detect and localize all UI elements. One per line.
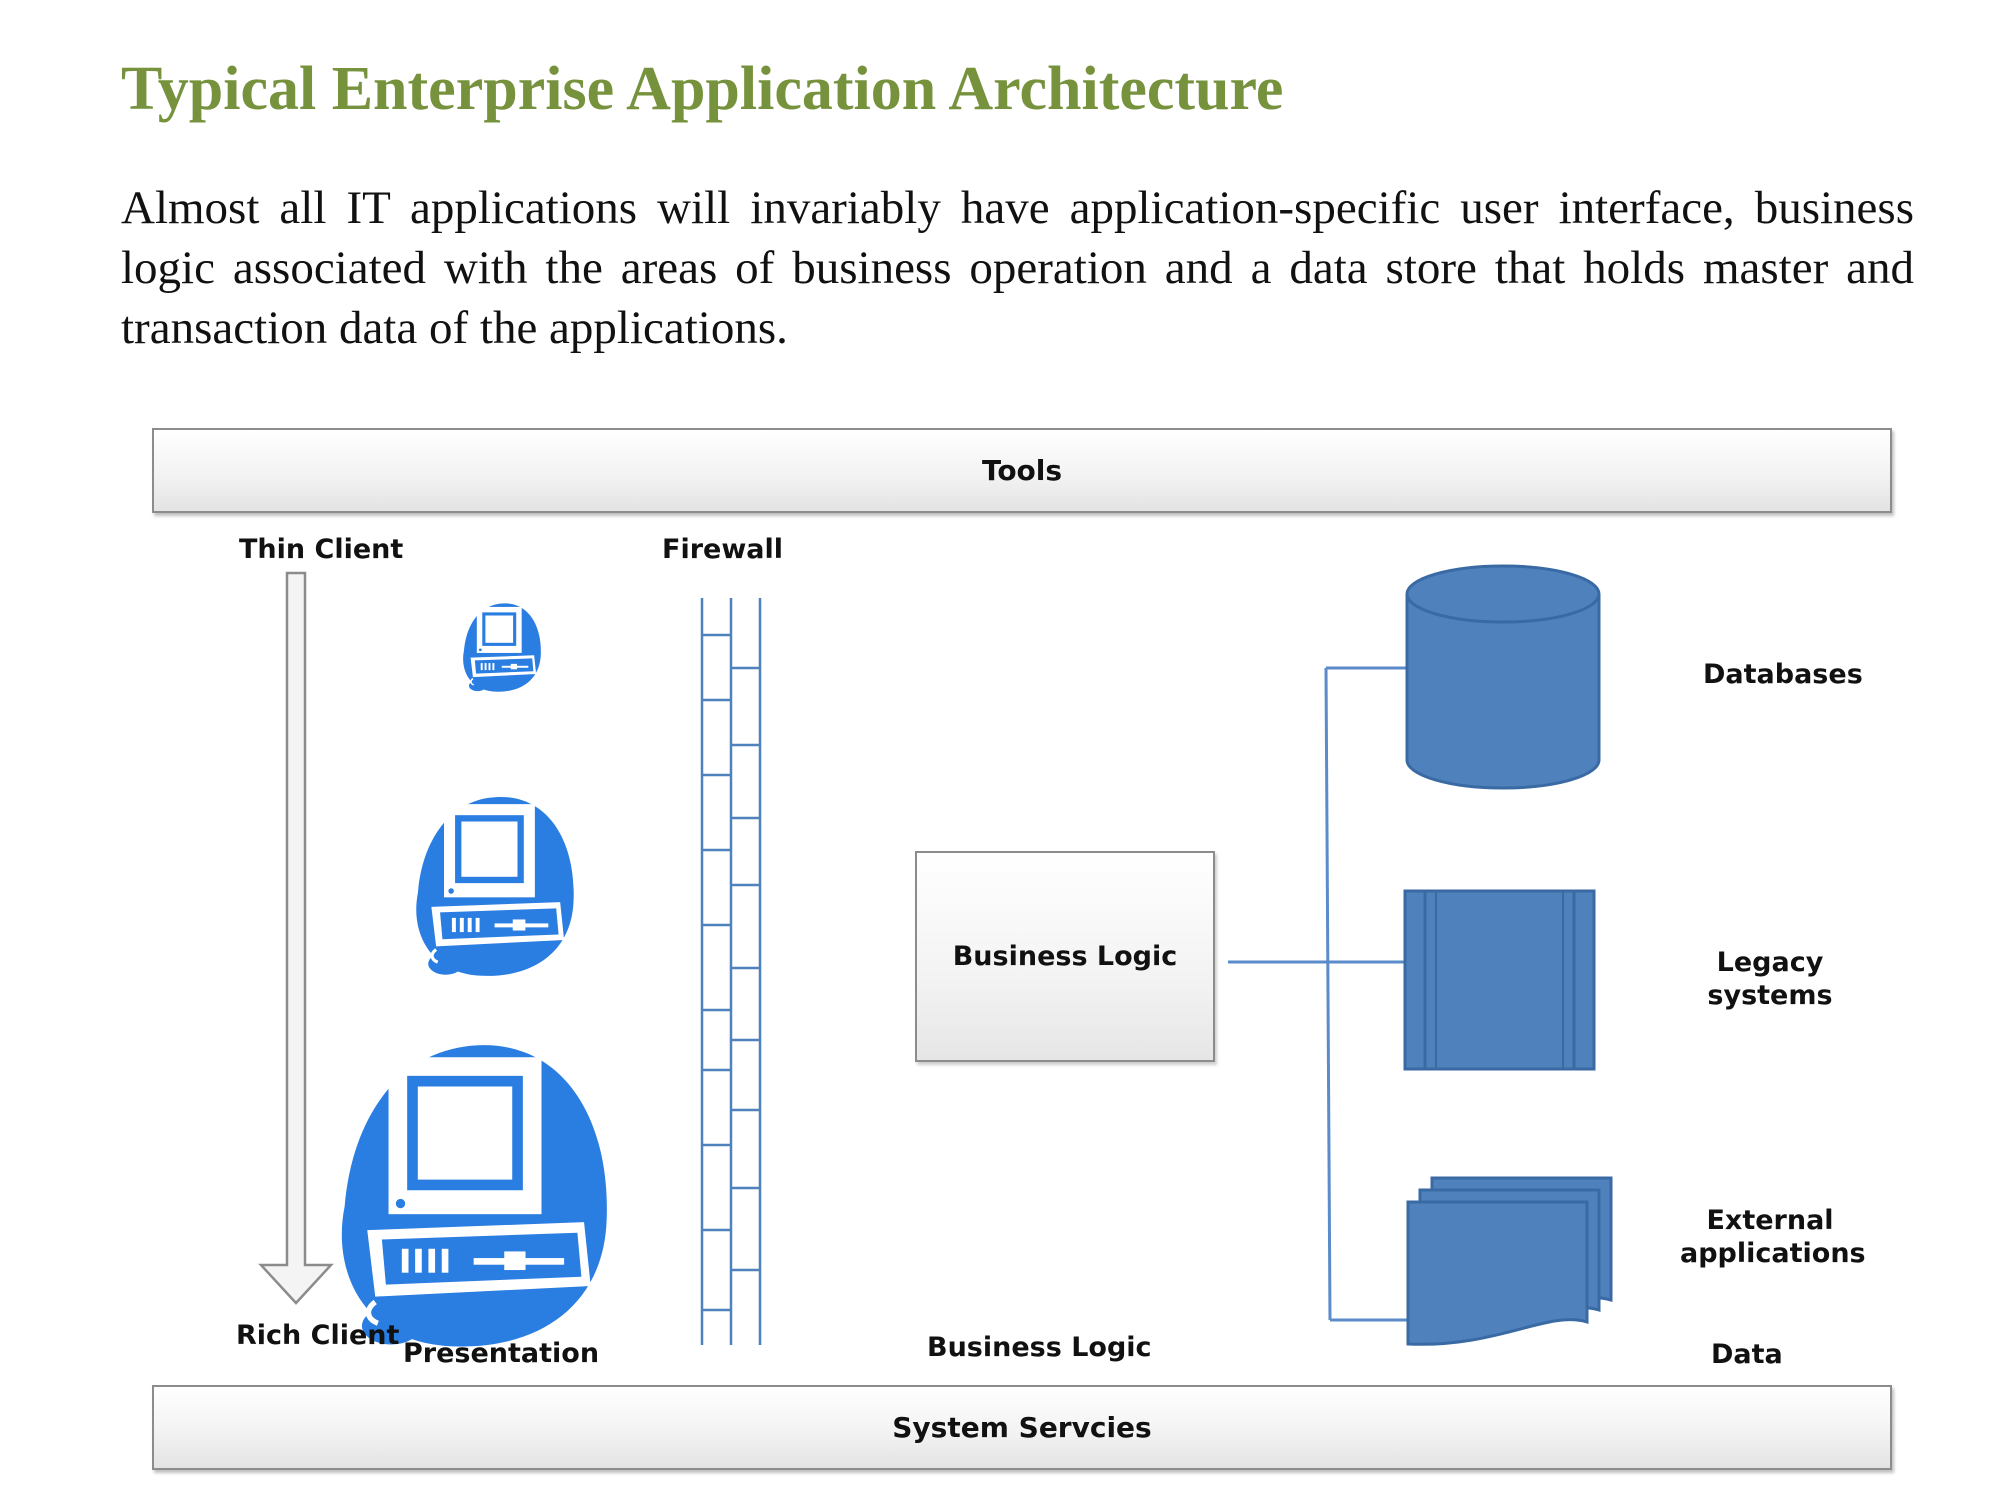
legacy-systems-label: Legacy systems (1700, 946, 1840, 1012)
intro-paragraph: Almost all IT applications will invariab… (121, 182, 1914, 354)
computer-icon-large (342, 1045, 607, 1346)
databases-label: Databases (1703, 659, 1863, 690)
business-logic-box: Business Logic (915, 851, 1215, 1062)
external-line-2: applications (1680, 1238, 1866, 1269)
connector-lines (1228, 666, 1410, 1322)
firewall-icon (700, 598, 762, 1345)
legacy-line-2: systems (1707, 980, 1833, 1011)
business-logic-label: Business Logic (927, 1332, 1152, 1363)
legacy-system-icon (1403, 889, 1596, 1071)
legacy-line-1: Legacy (1716, 947, 1824, 978)
rich-client-label: Rich Client (236, 1320, 400, 1351)
external-applications-icon (1406, 1176, 1613, 1346)
thin-client-label: Thin Client (239, 534, 404, 565)
database-icon (1405, 564, 1601, 790)
system-services-bar: System Servcies (152, 1385, 1892, 1470)
presentation-label: Presentation (403, 1338, 600, 1369)
page-title: Typical Enterprise Application Architect… (121, 55, 1284, 123)
firewall-label: Firewall (662, 534, 783, 565)
tools-bar: Tools (152, 428, 1892, 513)
external-line-1: External (1706, 1205, 1834, 1236)
computer-icon-medium (414, 795, 576, 978)
down-arrow-icon (258, 571, 334, 1305)
external-applications-label: External applications (1680, 1204, 1866, 1270)
computer-icon-small (462, 602, 542, 693)
data-label: Data (1711, 1339, 1783, 1370)
